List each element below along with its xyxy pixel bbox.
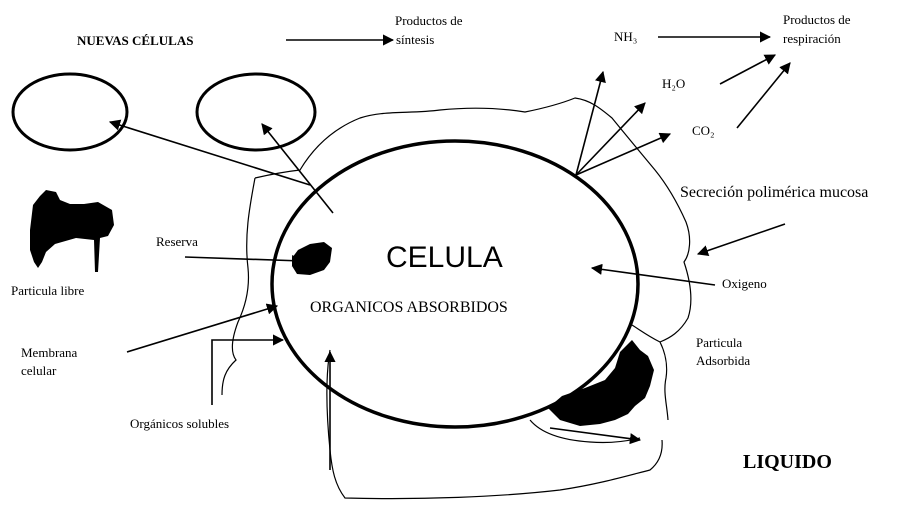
arrow-to-new-cell-1	[110, 122, 310, 185]
reserve-blob	[292, 242, 332, 275]
label-secrecion: Secreción polimérica mucosa	[680, 184, 868, 201]
label-membrana-1: Membrana	[21, 345, 78, 360]
label-nh3: NH₃	[614, 29, 637, 44]
label-particula-adsorbida-2: Adsorbida	[696, 353, 750, 368]
label-nuevas-celulas: NUEVAS CÉLULAS	[77, 33, 193, 48]
label-h2o: H₂O	[662, 76, 685, 91]
new-cell-1	[13, 74, 127, 150]
label-productos-sintesis-2: síntesis	[396, 32, 434, 47]
arrow-co2	[576, 134, 670, 175]
adsorbed-particle	[548, 340, 654, 426]
arrow-oxygen	[592, 268, 715, 285]
arrow-nh3	[576, 72, 603, 175]
arrow-reserve	[185, 257, 302, 261]
label-organicos-solubles: Orgánicos solubles	[130, 416, 229, 431]
arrow-h2o	[576, 103, 645, 175]
label-particula-libre: Particula libre	[11, 283, 85, 298]
arrow-secretion	[698, 224, 785, 254]
label-co2: CO₂	[692, 123, 715, 138]
label-productos-respiracion-1: Productos de	[783, 12, 851, 27]
label-celula: CELULA	[386, 241, 503, 274]
label-oxigeno: Oxigeno	[722, 276, 767, 291]
arrow-h2o-products	[720, 55, 775, 84]
label-reserva: Reserva	[156, 234, 198, 249]
label-organicos-absorbidos: ORGANICOS ABSORBIDOS	[310, 299, 508, 316]
new-cell-2	[197, 74, 315, 150]
label-productos-respiracion-2: respiración	[783, 31, 841, 46]
free-particle	[30, 190, 114, 272]
label-membrana-2: celular	[21, 363, 57, 378]
label-particula-adsorbida-1: Particula	[696, 335, 742, 350]
label-liquido: LIQUIDO	[743, 451, 832, 473]
main-cell	[272, 141, 638, 427]
label-productos-sintesis-1: Productos de	[395, 13, 463, 28]
arrow-membrane	[127, 306, 277, 352]
arrow-co2-products	[737, 63, 790, 128]
arrow-soluble-organics	[212, 340, 283, 405]
